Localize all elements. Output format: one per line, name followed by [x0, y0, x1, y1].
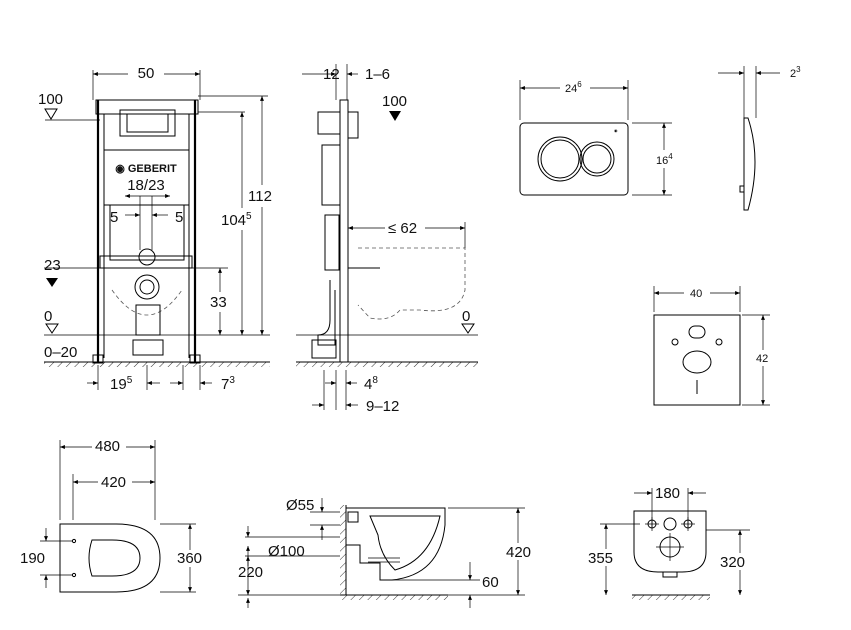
bottom-left-label: 195	[110, 375, 133, 393]
mounting-holes	[645, 517, 695, 561]
wall-plate-view: 40 42	[653, 284, 774, 406]
frame-front-view: 50 100 ◉ GEBERIT 18/23 5 5	[38, 64, 276, 393]
bottom-right-label: 73	[221, 375, 235, 393]
level-marker-icon	[389, 111, 401, 121]
flush-plate-view: 246 ◉ 164 23	[519, 65, 801, 211]
front-hole-spacing-label: 180	[655, 485, 680, 502]
floor-range-label: 0–20	[44, 344, 77, 361]
level-marker-icon	[461, 323, 475, 334]
toilet-height-label: 420	[506, 544, 531, 561]
level-marker-icon	[46, 278, 58, 287]
level-marker-icon	[45, 323, 59, 334]
side-floor-label: 0	[462, 308, 470, 325]
frame-total-height-label: 112	[248, 188, 272, 205]
toilet-side-view: Ø55 Ø100 220 420 60	[238, 497, 535, 608]
offset-left-label: 5	[110, 209, 118, 226]
front-height-right-label: 320	[720, 554, 745, 571]
plate-logo: ◉	[614, 128, 618, 133]
toilet-width-label: 480	[95, 438, 120, 455]
frame-ceiling-label: 100	[38, 91, 63, 108]
frame-height-label: 1045	[221, 211, 252, 229]
drain-height-label: 220	[238, 564, 263, 581]
bowl-depth-label: ≤ 62	[388, 220, 417, 237]
level-23-label: 23	[44, 257, 61, 274]
side-ceiling-label: 100	[382, 93, 407, 110]
side-top-label: 12	[323, 66, 340, 83]
connection-spacing-label: 18/23	[127, 177, 165, 194]
plate-depth-label: 23	[790, 65, 801, 80]
outlet-label: 60	[482, 574, 499, 591]
wall-range-label: 9–12	[366, 398, 399, 415]
plate-width-label: 246	[565, 80, 582, 95]
toilet-front-view: 180 355 320	[588, 485, 754, 600]
drain-diameter-label: Ø100	[268, 543, 305, 560]
plate-height-label: 164	[656, 152, 673, 167]
side-top-range-label: 1–6	[365, 66, 390, 83]
brand-logo: ◉ GEBERIT	[115, 163, 177, 175]
offset-right-label: 5	[175, 209, 183, 226]
wall-plate-height-label: 42	[756, 353, 768, 365]
floor-zero-label: 0	[44, 308, 52, 325]
drain-height-label: 33	[210, 294, 227, 311]
wall-plate-width-label: 40	[690, 288, 702, 300]
toilet-top-view: 480 420 190 360	[20, 437, 206, 593]
hole-spacing-label: 190	[20, 550, 45, 567]
toilet-inner-width-label: 420	[101, 474, 126, 491]
side-bottom-label: 48	[364, 375, 378, 393]
flush-diameter-label: Ø55	[286, 497, 314, 514]
toilet-depth-label: 360	[177, 550, 202, 567]
front-height-left-label: 355	[588, 550, 613, 567]
level-marker-icon	[44, 108, 58, 120]
frame-width-label: 50	[138, 65, 155, 82]
frame-side-view: 12 1–6 100 ≤ 62 0 48 9–12	[296, 64, 478, 415]
